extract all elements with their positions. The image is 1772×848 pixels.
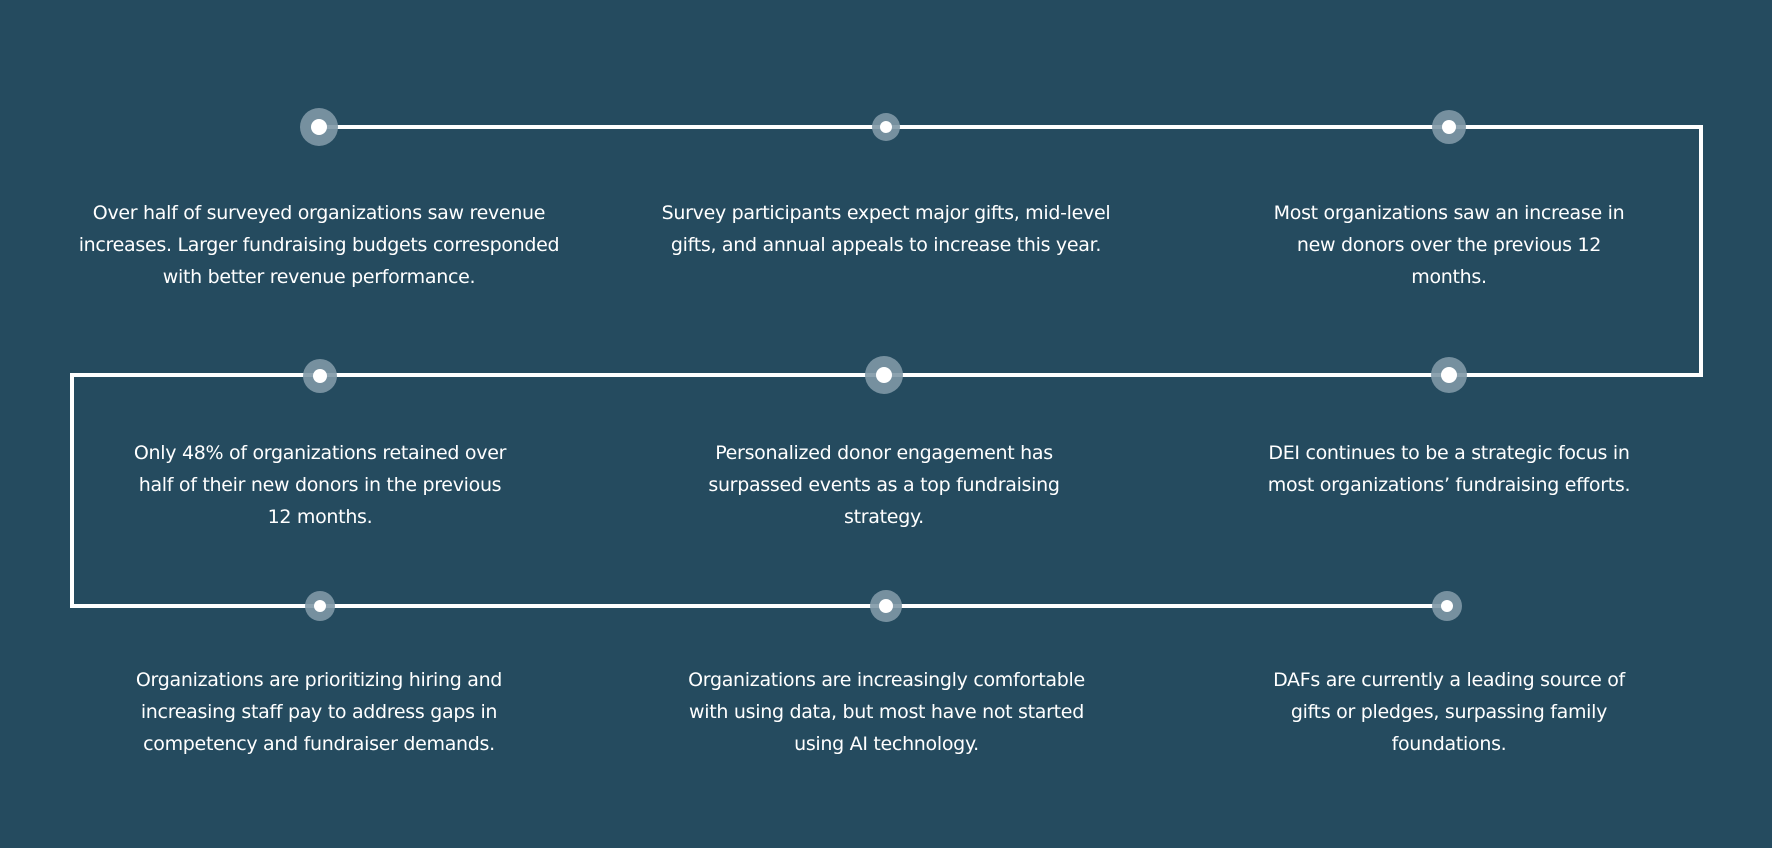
timeline-node <box>303 359 337 393</box>
finding-data-ai-usage: Organizations are increasingly comfortab… <box>688 669 1085 755</box>
timeline-node <box>300 108 338 146</box>
timeline-node <box>1432 110 1466 144</box>
finding-major-gifts-expectations: Survey participants expect major gifts, … <box>661 202 1111 256</box>
timeline-node <box>870 590 902 622</box>
finding-dafs-leading-source: DAFs are currently a leading source of g… <box>1273 669 1625 755</box>
finding-staff-hiring-pay: Organizations are prioritizing hiring an… <box>135 669 503 755</box>
timeline-node <box>1432 591 1462 621</box>
finding-personalized-engagement: Personalized donor engagement has surpas… <box>708 442 1060 528</box>
finding-dei-focus: DEI continues to be a strategic focus in… <box>1267 442 1631 496</box>
finding-revenue-increases: Over half of surveyed organizations saw … <box>78 202 560 288</box>
timeline-node <box>865 356 903 394</box>
timeline-node <box>872 113 900 141</box>
finding-new-donors-increase: Most organizations saw an increase in ne… <box>1273 202 1625 288</box>
timeline-node <box>1431 357 1467 393</box>
finding-donor-retention: Only 48% of organizations retained over … <box>133 442 507 528</box>
timeline-node <box>305 591 335 621</box>
